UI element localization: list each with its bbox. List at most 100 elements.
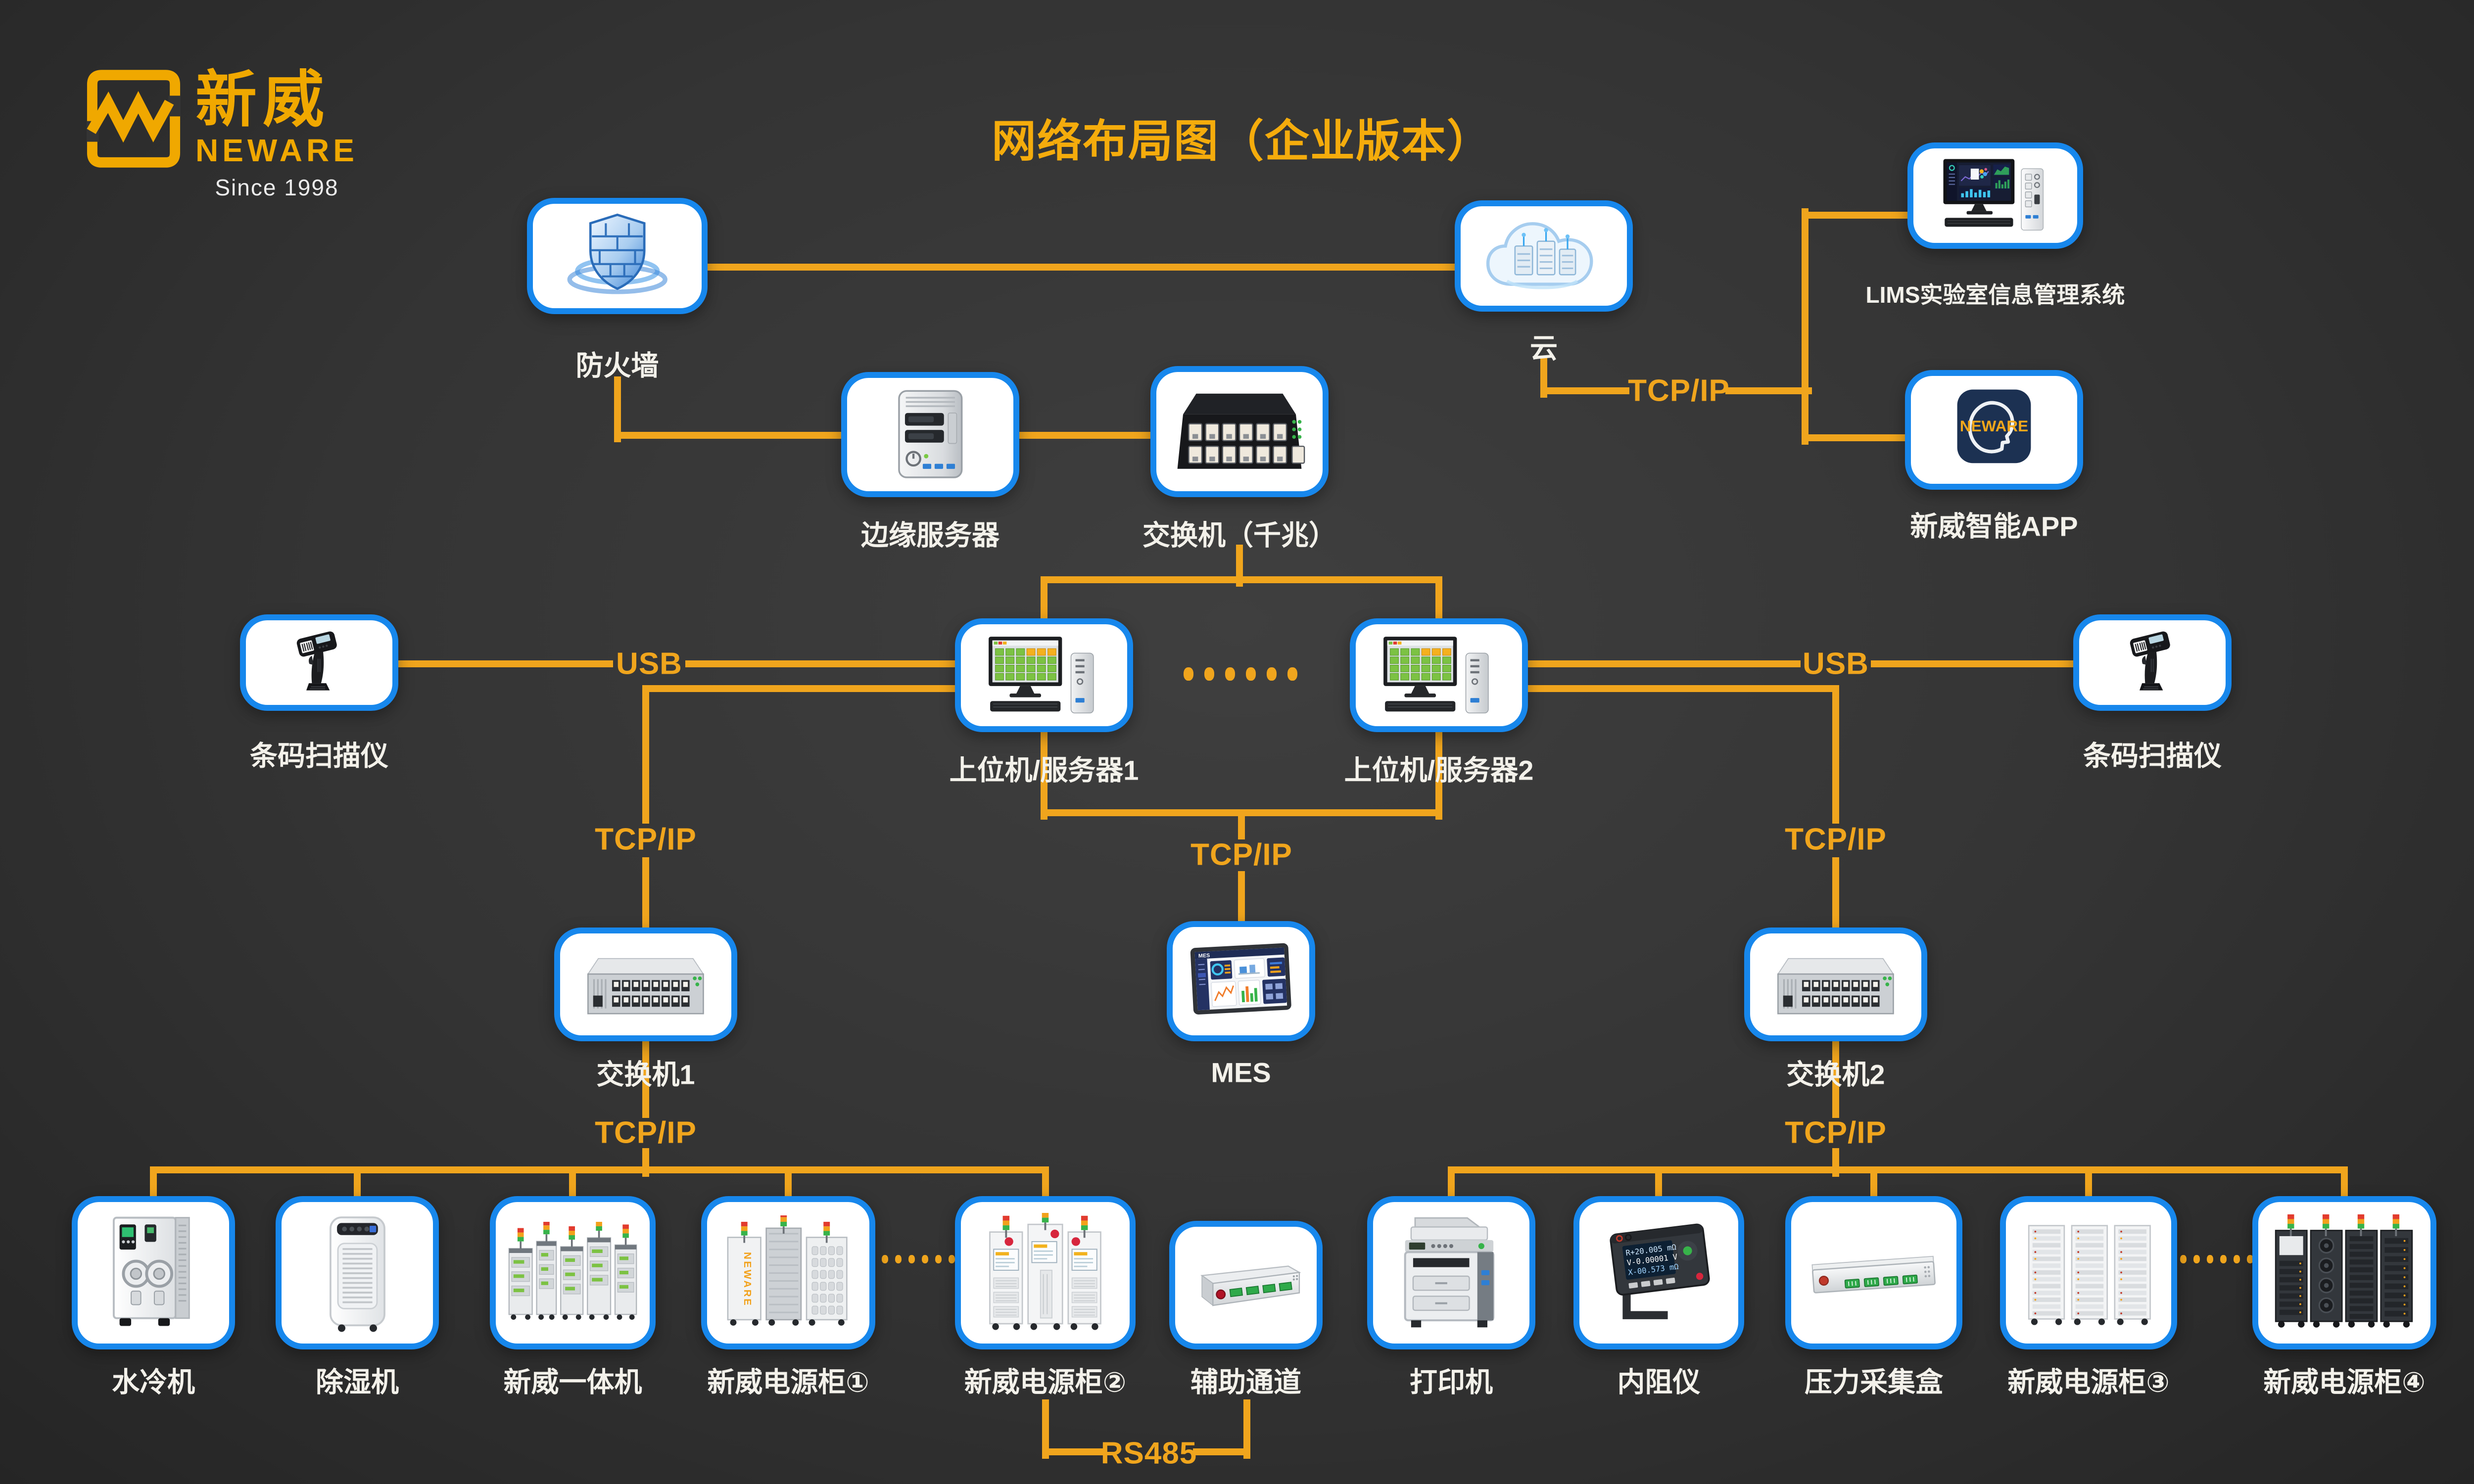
svg-text:MES: MES <box>1198 953 1210 959</box>
node-pressure-box <box>1785 1196 1962 1349</box>
connector-line <box>1802 434 1909 441</box>
connector-dots <box>1287 667 1297 681</box>
barcode-scanner-icon <box>2079 620 2226 705</box>
node-cloud <box>1455 200 1633 312</box>
lims-pc-icon <box>1913 148 2077 243</box>
host-pc-icon <box>961 624 1127 726</box>
connector-line <box>685 660 959 667</box>
firewall-shield-icon <box>533 204 702 308</box>
neware-logo-mark-icon <box>87 69 181 168</box>
connector-line <box>1832 857 1839 932</box>
logo-chinese-name: 新威 <box>195 66 331 134</box>
printer-icon <box>1373 1202 1529 1344</box>
connector-line <box>1832 685 1839 824</box>
connector-line <box>1540 387 1629 394</box>
logo-text: 新威 NEWARE Since 1998 <box>195 69 358 201</box>
node-label-lims: LIMS实验室信息管理系统 <box>1865 282 2125 308</box>
connector-line <box>1802 208 1808 445</box>
connector-line <box>1238 871 1245 926</box>
connector-line <box>614 376 621 442</box>
node-cabinet1: NEWARE <box>701 1196 875 1349</box>
node-aux-channel <box>1169 1221 1323 1349</box>
connector-dots <box>1267 667 1277 681</box>
connector-dots <box>1204 667 1214 681</box>
neware-logo: 新威 NEWARE Since 1998 <box>87 69 358 201</box>
aux-channel-icon <box>1175 1227 1317 1344</box>
node-label-chiller: 水冷机 <box>112 1366 195 1398</box>
node-label-switch2: 交换机2 <box>1786 1059 1885 1090</box>
connector-line <box>1540 356 1547 398</box>
node-label-cabinet3: 新威电源柜③ <box>2007 1366 2170 1398</box>
cloud-servers-icon <box>1461 206 1627 306</box>
connector-line <box>642 685 649 824</box>
node-scanner-left <box>240 614 398 711</box>
node-label-switch1: 交换机1 <box>596 1059 695 1090</box>
connector-dots <box>2193 1254 2200 1263</box>
connector-dots <box>1225 667 1235 681</box>
power-cabinet-3-icon <box>2006 1202 2171 1344</box>
dehumidifier-icon <box>282 1202 433 1344</box>
power-cabinet-2-icon <box>961 1202 1130 1344</box>
power-cabinet-1-icon: NEWARE <box>707 1202 869 1344</box>
resistance-meter-icon: R+20.005 mΩ V-0.00001 V X-00.573 mΩ <box>1579 1202 1738 1344</box>
connector-line <box>2085 1166 2092 1202</box>
connector-dots <box>2233 1254 2240 1263</box>
connector-line <box>1655 1166 1662 1202</box>
gigabit-switch-icon <box>1156 372 1323 491</box>
switch-silver-icon <box>1750 933 1921 1035</box>
connector-line <box>395 660 613 667</box>
connector-dots <box>881 1254 888 1263</box>
connector-dots <box>895 1254 902 1263</box>
connector-line <box>614 432 845 439</box>
edge-server-icon <box>847 378 1013 491</box>
barcode-scanner-icon <box>246 620 392 705</box>
node-switch2 <box>1744 928 1927 1041</box>
connection-protocol-label: RS485 <box>1100 1436 1197 1471</box>
connector-line <box>150 1166 157 1202</box>
connector-line <box>1523 685 1839 692</box>
node-scanner-right <box>2073 614 2232 711</box>
connector-line <box>704 264 1458 271</box>
connector-line <box>1802 212 1912 219</box>
node-edge-server <box>841 372 1019 497</box>
node-label-aux-channel: 辅助通道 <box>1190 1366 1301 1398</box>
aio-machine-icon <box>496 1202 650 1344</box>
connector-line <box>150 1166 1049 1173</box>
node-cabinet4 <box>2252 1196 2436 1349</box>
node-label-mes: MES <box>1211 1057 1271 1088</box>
svg-text:NEWARE: NEWARE <box>742 1252 753 1307</box>
connector-line <box>642 1037 649 1118</box>
connector-line <box>1042 1448 1106 1455</box>
node-switch-gigabit <box>1150 366 1329 497</box>
node-switch1 <box>554 928 737 1041</box>
connection-protocol-label: TCP/IP <box>1190 837 1292 872</box>
node-label-firewall: 防火墙 <box>575 350 659 381</box>
connector-line <box>1041 576 1442 583</box>
connector-line <box>1238 809 1245 839</box>
connector-dots <box>921 1254 928 1263</box>
connector-line <box>1435 576 1442 623</box>
connector-line <box>642 685 959 692</box>
switch-silver-icon <box>560 933 731 1035</box>
node-resistance-meter: R+20.005 mΩ V-0.00001 V X-00.573 mΩ <box>1573 1196 1744 1349</box>
connector-dots <box>2220 1254 2227 1263</box>
svg-text:NEWARE: NEWARE <box>1960 417 2028 435</box>
connection-protocol-label: TCP/IP <box>595 1115 697 1150</box>
connector-line <box>642 857 649 932</box>
node-label-resistance-meter: 内阻仪 <box>1617 1366 1701 1398</box>
connector-line <box>354 1166 361 1202</box>
node-chiller <box>72 1196 235 1349</box>
node-label-pressure-box: 压力采集盒 <box>1805 1366 1943 1398</box>
connector-dots <box>935 1254 942 1263</box>
connector-line <box>1435 728 1442 820</box>
connection-protocol-label: TCP/IP <box>1628 373 1730 408</box>
connector-line <box>1871 660 2078 667</box>
water-chiller-icon <box>78 1202 229 1344</box>
host-pc-icon <box>1356 624 1522 726</box>
connector-dots <box>2246 1254 2253 1263</box>
node-label-cabinet4: 新威电源柜④ <box>2263 1366 2426 1398</box>
mes-tablet-icon: MES <box>1173 927 1309 1035</box>
connector-dots <box>2180 1254 2187 1263</box>
